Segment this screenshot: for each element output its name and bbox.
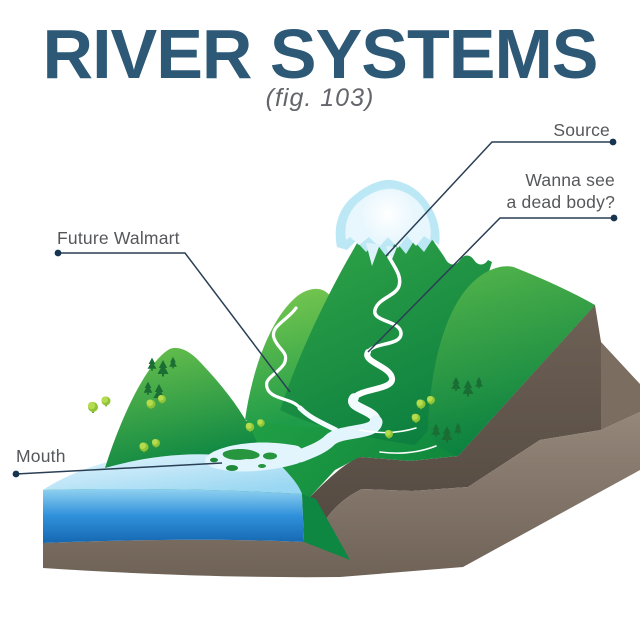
page-title: RIVER SYSTEMS [42,15,599,93]
leader-dots [12,138,618,478]
left-hill [105,347,261,468]
soil-dark-band [310,305,601,529]
leader-line-mouth [15,462,223,475]
right-hill [428,266,595,456]
label-mouth-text: Mouth [16,446,66,466]
delta-islands [210,449,277,471]
dot-future-walmart [54,249,62,257]
label-source: Source [450,119,610,141]
leader-line-dead-body [367,217,614,353]
label-dead-body-line2: a dead body? [506,192,615,212]
label-mouth: Mouth [16,445,136,467]
label-source-text: Source [553,120,610,140]
snow-cap [335,179,440,266]
dot-source [609,138,617,146]
leader-line-source [385,141,613,257]
tributary-lower [297,405,339,433]
bay-front-face [43,489,304,543]
leader-lines [15,141,614,475]
label-dead-body: Wanna see a dead body? [470,169,615,213]
leader-line-future-walmart [58,252,291,393]
figure-caption: (fig. 103) [265,84,375,112]
soil-corner-sliver [601,342,640,430]
dot-mouth [12,470,20,478]
label-dead-body-line1: Wanna see [525,170,615,190]
label-future-walmart: Future Walmart [57,227,257,249]
dot-dead-body [610,214,618,222]
soil-front-face [43,412,640,578]
delta-front-sliver [302,494,350,560]
label-future-walmart-text: Future Walmart [57,228,180,248]
